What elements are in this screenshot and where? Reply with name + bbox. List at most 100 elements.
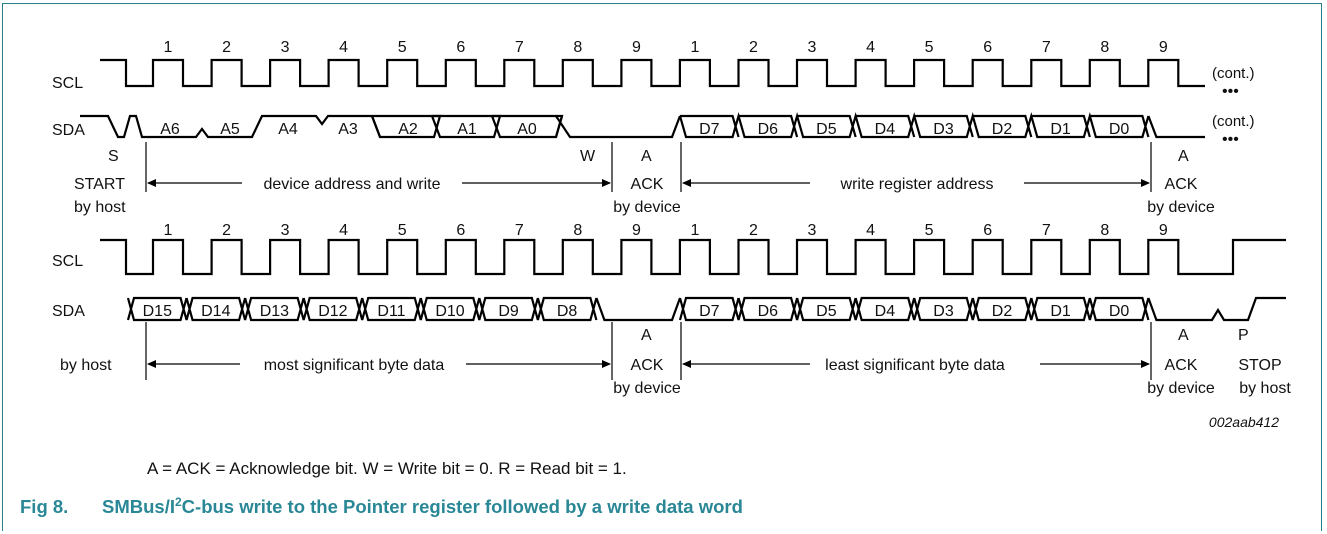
arrow-head [147,360,156,368]
figure-title-part1: SMBus/I [102,496,175,518]
clock-number: 1 [164,222,173,239]
msb-bit-label: D15 [143,303,172,320]
sda-ack-segment [595,297,682,322]
clock-number: 4 [866,222,875,239]
sda-stop-segment [1147,296,1286,322]
register-bit-label: D2 [992,121,1013,138]
sda-address-outline [80,114,372,139]
clock-number: 5 [398,39,407,56]
address-bit-label: A2 [398,121,418,138]
msb-bit-label: D10 [435,303,464,320]
register-bit-label: D6 [758,121,779,138]
clock-number: 1 [690,39,699,56]
clock-number: 2 [222,39,231,56]
clock-number: 6 [983,39,992,56]
clock-number: 6 [983,222,992,239]
ack-label: ACK [631,176,664,193]
clock-number: 3 [281,39,290,56]
address-bit-label: A3 [338,121,358,138]
clock-number: 5 [925,39,934,56]
write-bit-label: W [580,148,596,165]
cont-dots: ••• [1222,131,1239,148]
by-device-label: by device [1147,380,1215,397]
start-bit-label: S [108,148,119,165]
lsb-span-label: least significant byte data [825,357,1005,374]
address-bit-label: A6 [160,121,180,138]
ack-bit-label: A [641,327,652,344]
msb-bit-bus [126,296,598,322]
ack-bit-label: A [641,148,652,165]
register-bit-label: D0 [1109,121,1130,138]
clock-number: 2 [749,222,758,239]
arrow-head [602,360,611,368]
figure-title-part2: C-bus write to the Pointer register foll… [181,496,743,518]
by-device-label: by device [613,380,681,397]
by-host-label: by host [60,357,112,374]
sda-register-bus [678,111,1150,139]
by-device-label: by device [613,199,681,216]
lsb-bit-label: D0 [1109,303,1130,320]
clock-number: 9 [1159,39,1168,56]
clock-number: 7 [1042,39,1051,56]
clock-number: 7 [515,39,524,56]
figure-frame [2,3,1322,531]
stop-label: STOP [1238,357,1281,374]
address-bit-label: A0 [517,121,537,138]
msb-bit-label: D12 [318,303,347,320]
lsb-bit-label: D2 [992,303,1013,320]
register-bit-label: D1 [1050,121,1071,138]
register-bit-label: D7 [699,121,720,138]
clock-number: 6 [456,222,465,239]
clock-number: 9 [632,222,641,239]
address-bit-label: A4 [278,121,298,138]
stop-bit-label: P [1238,327,1249,344]
address-bit-label: A1 [457,121,477,138]
stop-by-host-label: by host [1239,380,1291,397]
scl-label: SCL [52,75,83,92]
figure-number: Fig 8. [20,496,69,518]
clock-number: 3 [808,39,817,56]
clock-number: 1 [690,222,699,239]
sda-label: SDA [52,122,85,139]
start-label: START [74,176,125,193]
arrow-head [602,179,611,187]
register-bit-label: D4 [875,121,896,138]
address-bit-label: A5 [220,121,240,138]
clock-number: 8 [1100,222,1109,239]
clock-number: 8 [1100,39,1109,56]
msb-span-label: most significant byte data [264,357,445,374]
clock-number: 3 [808,222,817,239]
clock-number: 4 [866,39,875,56]
lsb-bit-label: D4 [875,303,896,320]
sda-label: SDA [52,303,85,320]
clock-number: 2 [222,222,231,239]
ack-label: ACK [1165,176,1198,193]
clock-number: 4 [339,39,348,56]
sda-ack-segment [370,115,682,139]
clock-number: 1 [164,39,173,56]
clock-number: 3 [281,222,290,239]
msb-bit-label: D9 [498,303,519,320]
scl-waveform [100,58,1205,88]
span-guides [145,142,1152,192]
figure-title-superscript: 2 [174,495,182,509]
register-bit-label: D3 [933,121,954,138]
cont-label: (cont.) [1212,113,1255,130]
lsb-bit-label: D3 [933,303,954,320]
arrow-head [1141,179,1150,187]
start-by-host-label: by host [74,199,126,216]
msb-bit-label: D11 [377,303,405,320]
clock-number: 8 [573,222,582,239]
ack-label: ACK [1165,357,1198,374]
clock-number: 7 [515,222,524,239]
arrow-head [147,179,156,187]
lsb-bit-bus [678,296,1150,322]
ack-label: ACK [631,357,664,374]
clock-number: 6 [456,39,465,56]
cont-label: (cont.) [1212,65,1255,82]
clock-number: 5 [398,222,407,239]
